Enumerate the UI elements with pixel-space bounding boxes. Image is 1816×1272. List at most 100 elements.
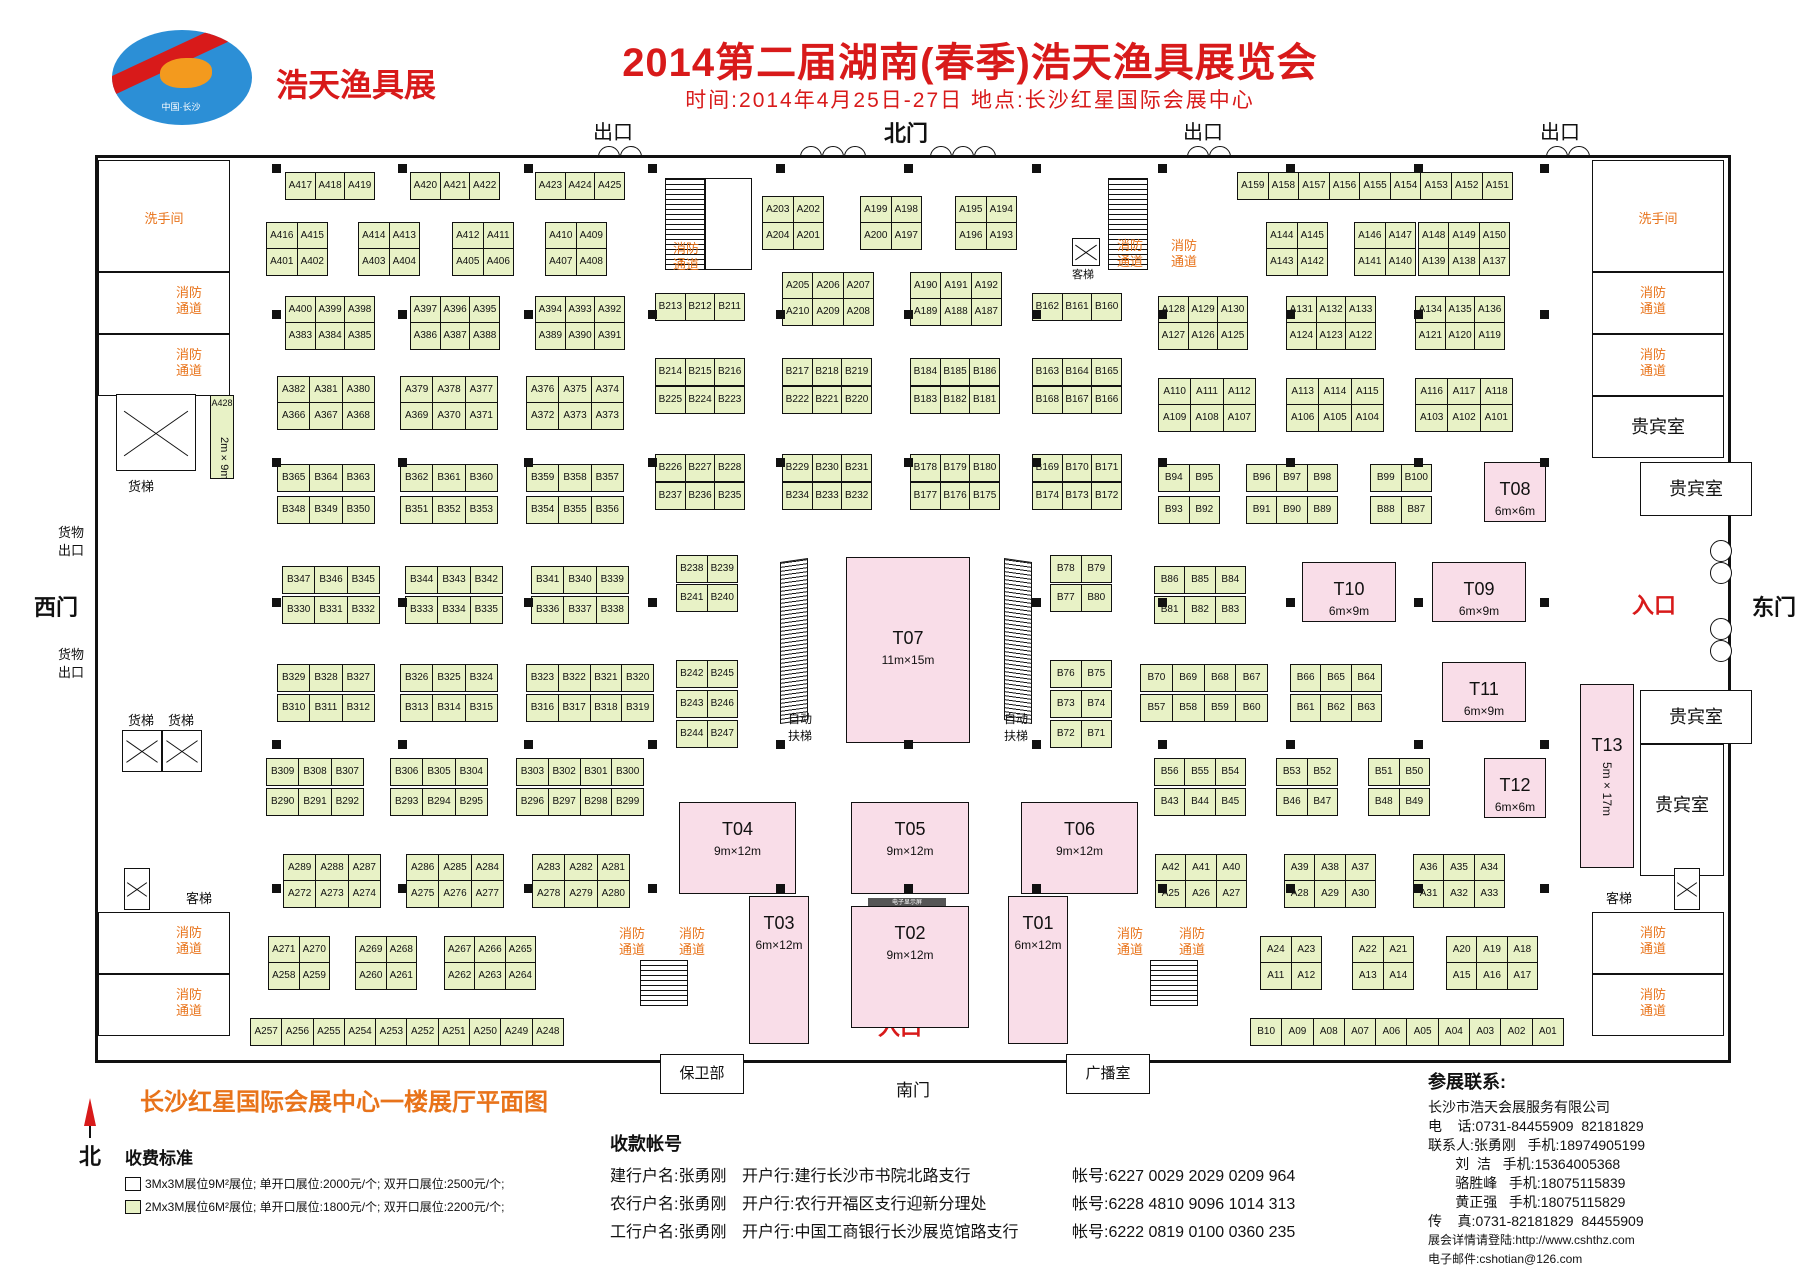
- booth-A388[interactable]: A388: [473, 330, 497, 341]
- booth-B299[interactable]: B299: [615, 796, 640, 807]
- booth-A159[interactable]: A159: [1238, 173, 1269, 199]
- booth-A128[interactable]: A128: [1159, 297, 1189, 323]
- booth-B53[interactable]: B53: [1277, 759, 1308, 785]
- booth-B324[interactable]: B324: [469, 672, 493, 683]
- booth-B351[interactable]: B351: [401, 497, 434, 523]
- booth-B296[interactable]: B296: [517, 789, 549, 815]
- booth-B95[interactable]: B95: [1195, 472, 1214, 483]
- booth-B291[interactable]: B291: [299, 789, 332, 815]
- booth-B60[interactable]: B60: [1242, 702, 1261, 713]
- booth-A397[interactable]: A397: [411, 297, 441, 323]
- booth-A158[interactable]: A158: [1269, 173, 1300, 199]
- booth-B71[interactable]: B71: [1087, 728, 1106, 739]
- booth-A263[interactable]: A263: [475, 963, 506, 989]
- booth-B360[interactable]: B360: [469, 472, 493, 483]
- booth-B307[interactable]: B307: [335, 766, 359, 777]
- booth-B232[interactable]: B232: [845, 490, 869, 501]
- booth-B48[interactable]: B48: [1369, 789, 1400, 815]
- booth-A123[interactable]: A123: [1317, 323, 1347, 349]
- booth-B306[interactable]: B306: [391, 759, 424, 785]
- booth-A280[interactable]: A280: [601, 888, 625, 899]
- booth-A199[interactable]: A199: [861, 197, 892, 223]
- booth-A395[interactable]: A395: [473, 304, 497, 315]
- booth-B336[interactable]: B336: [532, 597, 565, 623]
- booth-B315[interactable]: B315: [469, 702, 493, 713]
- booth-A41[interactable]: A41: [1186, 855, 1217, 881]
- booth-B94[interactable]: B94: [1159, 465, 1190, 491]
- booth-B51[interactable]: B51: [1369, 759, 1400, 785]
- booth-A131[interactable]: A131: [1287, 297, 1317, 323]
- booth-A149[interactable]: A149: [1449, 223, 1480, 249]
- booth-B44[interactable]: B44: [1185, 789, 1216, 815]
- booth-B362[interactable]: B362: [401, 465, 434, 491]
- booth-A272[interactable]: A272: [284, 881, 317, 907]
- booth-A111[interactable]: A111: [1191, 379, 1224, 405]
- booth-A136[interactable]: A136: [1478, 304, 1502, 315]
- booth-A12[interactable]: A12: [1297, 970, 1316, 981]
- booth-A383[interactable]: A383: [286, 323, 316, 349]
- booth-A33[interactable]: A33: [1480, 888, 1499, 899]
- booth-B74[interactable]: B74: [1087, 698, 1106, 709]
- booth-A146[interactable]: A146: [1355, 223, 1386, 249]
- booth-B333[interactable]: B333: [406, 597, 439, 623]
- booth-A385[interactable]: A385: [348, 330, 372, 341]
- booth-B317[interactable]: B317: [559, 695, 591, 721]
- booth-A407[interactable]: A407: [546, 249, 577, 275]
- booth-A400[interactable]: A400: [286, 297, 316, 323]
- booth-B304[interactable]: B304: [459, 766, 483, 777]
- booth-A380[interactable]: A380: [346, 384, 370, 395]
- booth-A200[interactable]: A200: [861, 223, 892, 249]
- booth-B177[interactable]: B177: [911, 483, 941, 509]
- booth-A268[interactable]: A268: [389, 944, 413, 955]
- booth-A109[interactable]: A109: [1159, 405, 1192, 431]
- booth-A01[interactable]: A01: [1538, 1026, 1557, 1037]
- booth-A19[interactable]: A19: [1477, 937, 1508, 963]
- booth-B82[interactable]: B82: [1185, 597, 1216, 623]
- booth-B345[interactable]: B345: [351, 574, 375, 585]
- booth-A366[interactable]: A366: [278, 403, 311, 429]
- booth-B311[interactable]: B311: [310, 695, 343, 721]
- booth-B81[interactable]: B81: [1155, 597, 1186, 623]
- booth-A384[interactable]: A384: [316, 323, 346, 349]
- booth-A140[interactable]: A140: [1388, 256, 1412, 267]
- booth-A23[interactable]: A23: [1297, 944, 1316, 955]
- booth-A250[interactable]: A250: [470, 1019, 502, 1045]
- booth-B47[interactable]: B47: [1313, 796, 1332, 807]
- booth-A26[interactable]: A26: [1186, 881, 1217, 907]
- booth-A381[interactable]: A381: [310, 377, 343, 403]
- booth-A271[interactable]: A271: [269, 937, 300, 963]
- booth-A18[interactable]: A18: [1513, 944, 1532, 955]
- booth-A422[interactable]: A422: [473, 180, 497, 191]
- booth-A101[interactable]: A101: [1484, 412, 1508, 423]
- booth-A190[interactable]: A190: [911, 273, 942, 299]
